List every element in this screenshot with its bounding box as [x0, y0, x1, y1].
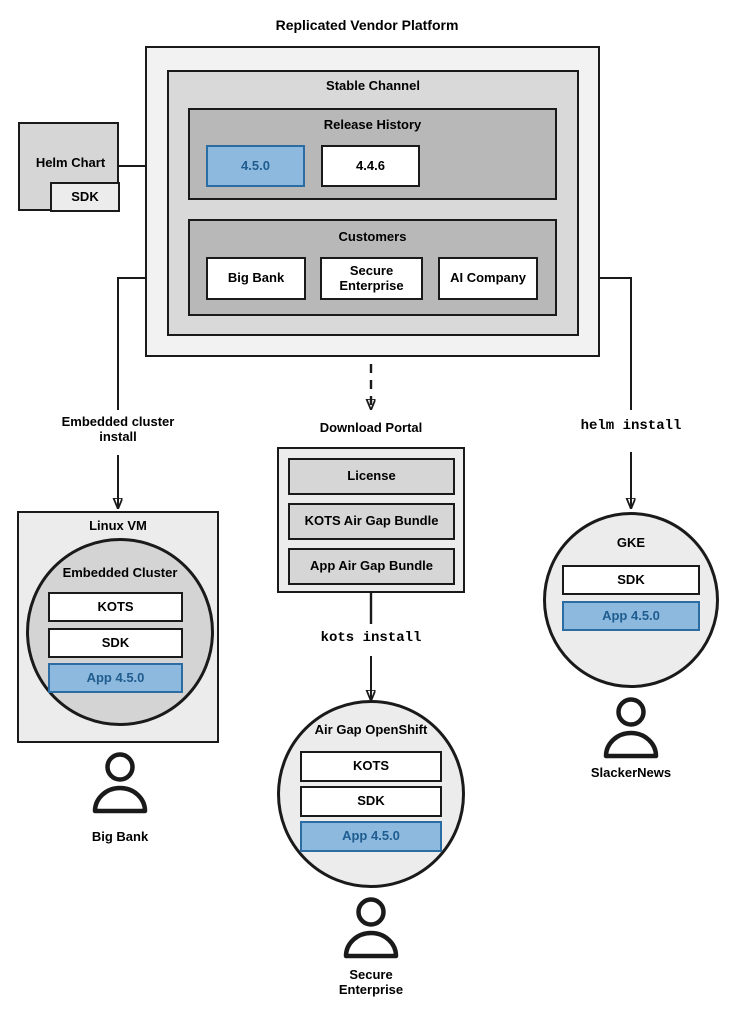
component-label: SDK: [357, 793, 385, 809]
gke-label: GKE: [616, 535, 646, 550]
customer-label: AI Company: [450, 270, 526, 286]
openshift-component-kots[interactable]: KOTS: [300, 751, 442, 782]
artifact-label: KOTS Air Gap Bundle: [304, 513, 439, 529]
openshift-customer-label: Secure Enterprise: [338, 967, 404, 997]
gke-component-app[interactable]: App 4.5.0: [562, 601, 700, 631]
linux-vm-label: Linux VM: [89, 518, 147, 533]
customer-big-bank[interactable]: Big Bank: [206, 257, 306, 300]
page-title: Replicated Vendor Platform: [275, 17, 459, 33]
openshift-component-app[interactable]: App 4.5.0: [300, 821, 442, 852]
gke-customer-label: SlackerNews: [590, 765, 672, 780]
user-icon: [343, 897, 399, 959]
sdk-label: SDK: [71, 188, 99, 204]
release-history-label: Release History: [323, 117, 422, 132]
edge-label-download-portal: Download Portal: [319, 420, 423, 435]
helm-chart-label: Helm Chart: [35, 155, 106, 170]
portal-artifact-kots-air-gap-bundle[interactable]: KOTS Air Gap Bundle: [288, 503, 455, 540]
edge-label-helm-install: helm install: [580, 418, 682, 434]
user-icon: [603, 697, 659, 759]
component-label: App 4.5.0: [602, 607, 660, 623]
release-4-4-6[interactable]: 4.4.6: [321, 145, 420, 187]
customer-label: Big Bank: [227, 270, 285, 286]
component-label: KOTS: [352, 758, 390, 774]
component-label: App 4.5.0: [86, 669, 145, 685]
openshift-component-sdk[interactable]: SDK: [300, 786, 442, 817]
user-icon: [92, 752, 148, 814]
release-4-5-0[interactable]: 4.5.0: [206, 145, 305, 187]
gke-circle: [543, 512, 719, 688]
artifact-label: License: [347, 468, 396, 484]
customer-secure-enterprise[interactable]: Secure Enterprise: [320, 257, 423, 300]
customer-label: Secure Enterprise: [339, 262, 404, 293]
gke-component-sdk[interactable]: SDK: [562, 565, 700, 595]
customers-label: Customers: [338, 229, 407, 244]
linux-vm-component-app[interactable]: App 4.5.0: [48, 663, 183, 693]
embedded-cluster-label: Embedded Cluster: [62, 565, 178, 580]
customer-ai-company[interactable]: AI Company: [438, 257, 538, 300]
linux-vm-component-kots[interactable]: KOTS: [48, 592, 183, 622]
release-version-label: 4.5.0: [241, 157, 270, 173]
linux-vm-customer-label: Big Bank: [91, 829, 149, 844]
linux-vm-component-sdk[interactable]: SDK: [48, 628, 183, 658]
artifact-label: App Air Gap Bundle: [309, 558, 434, 574]
helm-chart-sdk-box[interactable]: SDK: [50, 182, 120, 212]
release-version-label: 4.4.6: [356, 157, 385, 173]
air-gap-openshift-label: Air Gap OpenShift: [314, 722, 428, 737]
stable-channel-label: Stable Channel: [326, 78, 420, 93]
edge-label-embedded-install: Embedded cluster install: [61, 414, 175, 444]
component-label: KOTS: [97, 598, 134, 614]
portal-artifact-app-air-gap-bundle[interactable]: App Air Gap Bundle: [288, 548, 455, 585]
edge-label-kots-install: kots install: [320, 630, 422, 646]
component-label: SDK: [101, 634, 130, 650]
component-label: SDK: [617, 571, 645, 587]
portal-artifact-license[interactable]: License: [288, 458, 455, 495]
component-label: App 4.5.0: [342, 828, 400, 844]
